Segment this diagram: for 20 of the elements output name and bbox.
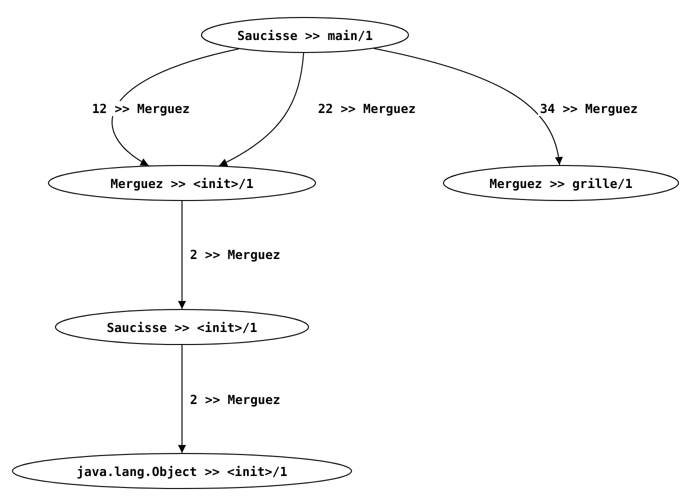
arrow xyxy=(218,52,304,166)
node-label: Saucisse >> main/1 xyxy=(237,28,373,42)
arrow xyxy=(112,48,240,166)
edge-label: 2 >> Merguez xyxy=(188,247,282,262)
ellipse-node xyxy=(48,165,316,201)
edge-label: 2 >> Merguez xyxy=(188,392,282,407)
node-label: Saucisse >> <init>/1 xyxy=(106,320,258,334)
ellipse-node xyxy=(201,17,409,53)
arrow xyxy=(178,200,186,310)
node-label: Merguez >> <init>/1 xyxy=(110,176,254,190)
edge-label: 22 >> Merguez xyxy=(316,101,418,116)
node-label: java.lang.Object >> <init>/1 xyxy=(76,464,288,478)
arrow xyxy=(178,344,186,454)
node-label: Merguez >> grille/1 xyxy=(490,176,632,190)
edge-label: 12 >> Merguez xyxy=(90,101,192,116)
edge-label: 34 >> Merguez xyxy=(538,101,640,116)
ellipse-node xyxy=(55,309,309,345)
ellipse-node xyxy=(12,453,352,489)
arrow xyxy=(374,48,562,166)
ellipse-node xyxy=(443,165,679,201)
